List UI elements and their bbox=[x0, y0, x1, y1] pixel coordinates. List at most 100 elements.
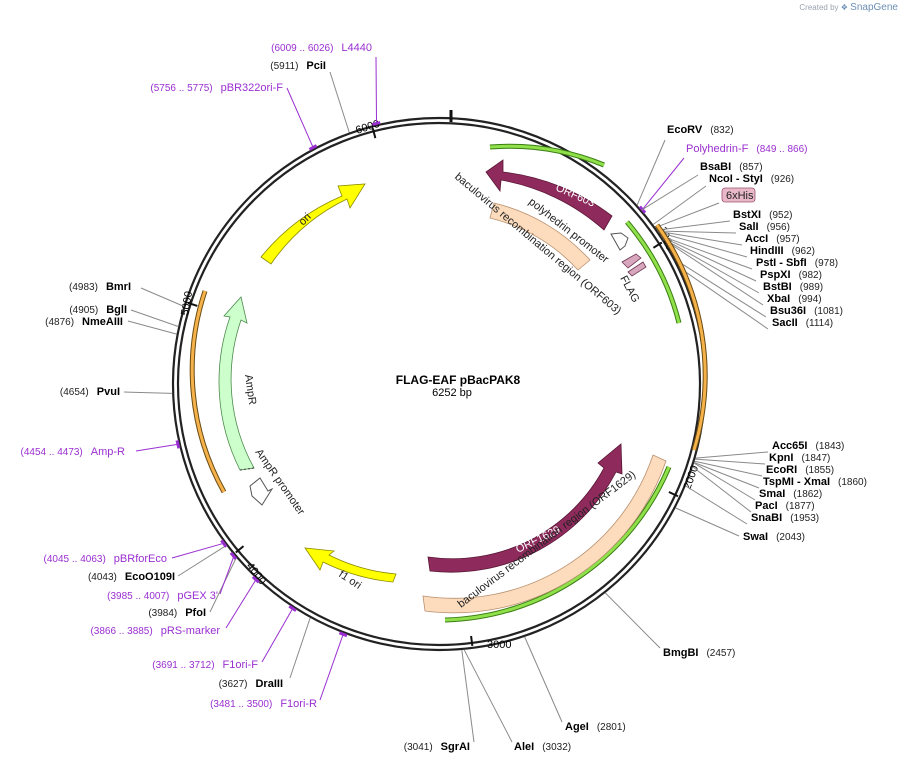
site-leader bbox=[604, 592, 661, 649]
site-label-6xhis[interactable]: 6xHis bbox=[721, 187, 756, 203]
site-label-acc65i[interactable]: Acc65I(1843) bbox=[772, 440, 844, 452]
ruler-tick bbox=[470, 635, 474, 647]
site-label-psti-sbfi[interactable]: PstI - SbfI(978) bbox=[756, 257, 838, 269]
feature-bac-region-603[interactable] bbox=[489, 202, 591, 271]
site-label-l4440[interactable]: (6009 .. 6026)L4440 bbox=[271, 42, 372, 54]
site-label-f1ori-f[interactable]: (3691 .. 3712)F1ori-F bbox=[152, 659, 258, 671]
site-label-pspxi[interactable]: PspXI(982) bbox=[760, 269, 822, 281]
site-label-swai[interactable]: SwaI(2043) bbox=[743, 531, 805, 543]
site-position: (989) bbox=[800, 282, 823, 293]
site-position: (2801) bbox=[597, 722, 626, 733]
site-text: AleI(3032) bbox=[514, 741, 571, 753]
site-label-ncoi-styi[interactable]: NcoI - StyI(926) bbox=[709, 173, 794, 185]
primer-mark bbox=[372, 121, 381, 126]
site-label-kpni[interactable]: KpnI(1847) bbox=[769, 452, 830, 464]
site-position: (3985 .. 4007) bbox=[107, 591, 169, 602]
site-label-nmeaiii[interactable]: (4876)NmeAIII bbox=[45, 316, 123, 328]
site-text: (3481 .. 3500)F1ori-R bbox=[210, 698, 317, 710]
site-leader bbox=[675, 507, 740, 537]
site-text: (3866 .. 3885)pRS-marker bbox=[90, 625, 220, 637]
site-leader bbox=[663, 239, 764, 306]
feature-polyhedrin-promoter[interactable] bbox=[610, 232, 629, 251]
site-leader bbox=[695, 458, 766, 465]
site-label-sgrai[interactable]: (3041) SgrAI bbox=[404, 741, 470, 753]
site-label-pgex-3-[interactable]: (3985 .. 4007)pGEX 3' bbox=[107, 590, 218, 602]
site-label-pbr322ori-f[interactable]: (5756 .. 5775)pBR322ori-F bbox=[150, 82, 283, 94]
site-name: SgrAI bbox=[441, 741, 470, 753]
site-position: (3627) bbox=[219, 679, 248, 690]
site-text: (3627)DraIII bbox=[219, 678, 283, 690]
site-leader bbox=[655, 202, 720, 229]
site-text: SalI(956) bbox=[739, 221, 790, 233]
site-label-bstbi[interactable]: BstBI(989) bbox=[763, 281, 823, 293]
plasmid-name: FLAG-EAF pBacPAK8 bbox=[396, 373, 521, 387]
feature-f1ori[interactable] bbox=[304, 547, 397, 583]
site-label-hindiii[interactable]: HindIII(962) bbox=[750, 245, 815, 257]
site-position: (3041) bbox=[404, 742, 433, 753]
site-label-bmri[interactable]: (4983)BmrI bbox=[69, 281, 131, 293]
feature-bac-region-1629[interactable] bbox=[422, 454, 667, 614]
site-name: pRS-marker bbox=[161, 625, 221, 637]
site-label-paci[interactable]: PacI(1877) bbox=[755, 500, 815, 512]
site-label-bgli[interactable]: (4905)BglI bbox=[69, 304, 127, 316]
site-position: (849 .. 866) bbox=[756, 144, 807, 155]
site-label-pbrforeco[interactable]: (4045 .. 4063)pBRforEco bbox=[44, 553, 167, 565]
site-text: XbaI(994) bbox=[767, 293, 822, 305]
site-position: (4043) bbox=[88, 572, 117, 583]
site-position: (1081) bbox=[814, 306, 843, 317]
site-label-sacii[interactable]: SacII(1114) bbox=[772, 317, 833, 329]
ruler-tick-label: 5000 bbox=[179, 290, 195, 316]
site-label-polyhedrin-f[interactable]: Polyhedrin-F(849 .. 866) bbox=[686, 143, 808, 155]
site-leader bbox=[694, 462, 760, 489]
site-label-smai[interactable]: SmaI(1862) bbox=[759, 488, 822, 500]
site-leader bbox=[130, 309, 179, 327]
feature-orf1629[interactable] bbox=[427, 443, 623, 573]
feature-bac-region-603-label: baculovirus recombination region (ORF603… bbox=[452, 171, 623, 317]
site-position: (956) bbox=[767, 222, 790, 233]
site-label-amp-r[interactable]: (4454 .. 4473)Amp-R bbox=[21, 446, 126, 458]
site-label-xbai[interactable]: XbaI(994) bbox=[767, 293, 822, 305]
site-label-acci[interactable]: AccI(957) bbox=[745, 233, 800, 245]
site-name: BstXI bbox=[733, 209, 761, 221]
site-label-pcii[interactable]: (5911)PciI bbox=[270, 60, 326, 72]
site-name: PciI bbox=[306, 60, 326, 72]
ruler-tick bbox=[235, 545, 245, 554]
site-label-prs-marker[interactable]: (3866 .. 3885)pRS-marker bbox=[90, 625, 220, 637]
site-position: (4654) bbox=[60, 387, 89, 398]
site-text: SacII(1114) bbox=[772, 317, 833, 329]
site-label-bsabi[interactable]: BsaBI(857) bbox=[700, 161, 763, 173]
site-name: TspMI - XmaI bbox=[763, 476, 830, 488]
site-label-ecorv[interactable]: EcoRV(832) bbox=[667, 124, 734, 136]
site-position: (1860) bbox=[838, 477, 867, 488]
site-label-pvui[interactable]: (4654)PvuI bbox=[60, 386, 120, 398]
site-position: (3691 .. 3712) bbox=[152, 660, 214, 671]
site-position: (2043) bbox=[776, 532, 805, 543]
site-label-f1ori-r[interactable]: (3481 .. 3500)F1ori-R bbox=[210, 698, 317, 710]
site-label-snabi[interactable]: SnaBI(1953) bbox=[751, 512, 819, 524]
site-label-sali[interactable]: SalI(956) bbox=[739, 221, 790, 233]
site-label-alei[interactable]: AleI(3032) bbox=[514, 741, 571, 753]
site-leader bbox=[662, 237, 760, 294]
site-label-pfoi[interactable]: (3984)PfoI bbox=[148, 607, 206, 619]
site-name: NmeAIII bbox=[82, 316, 123, 328]
site-label-ecoo109i[interactable]: (4043)EcoO109I bbox=[88, 571, 175, 583]
site-label-tspmi-xmai[interactable]: TspMI - XmaI (1860) bbox=[763, 476, 867, 488]
site-label-agei[interactable]: AgeI(2801) bbox=[565, 721, 626, 733]
site-label-bsu36i[interactable]: Bsu36I(1081) bbox=[770, 305, 843, 317]
feature-orf603[interactable] bbox=[485, 159, 613, 231]
site-position: (1847) bbox=[801, 453, 830, 464]
site-leader bbox=[329, 71, 350, 133]
feature-ampr-promoter[interactable] bbox=[249, 477, 274, 506]
feature-ori[interactable] bbox=[260, 183, 366, 265]
site-label-ecori[interactable]: EcoRI(1855) bbox=[766, 464, 834, 476]
site-text: SwaI(2043) bbox=[743, 531, 805, 543]
site-text: BstBI(989) bbox=[763, 281, 823, 293]
site-label-bmgbi[interactable]: BmgBI(2457) bbox=[663, 647, 735, 659]
site-leader bbox=[657, 220, 731, 231]
feature-flag[interactable] bbox=[621, 253, 642, 269]
site-position: (4454 .. 4473) bbox=[21, 447, 83, 458]
site-position: (1862) bbox=[793, 489, 822, 500]
site-label-draiii[interactable]: (3627)DraIII bbox=[219, 678, 283, 690]
site-label-bstxi[interactable]: BstXI(952) bbox=[733, 209, 792, 221]
feature-ampr[interactable] bbox=[218, 296, 255, 471]
